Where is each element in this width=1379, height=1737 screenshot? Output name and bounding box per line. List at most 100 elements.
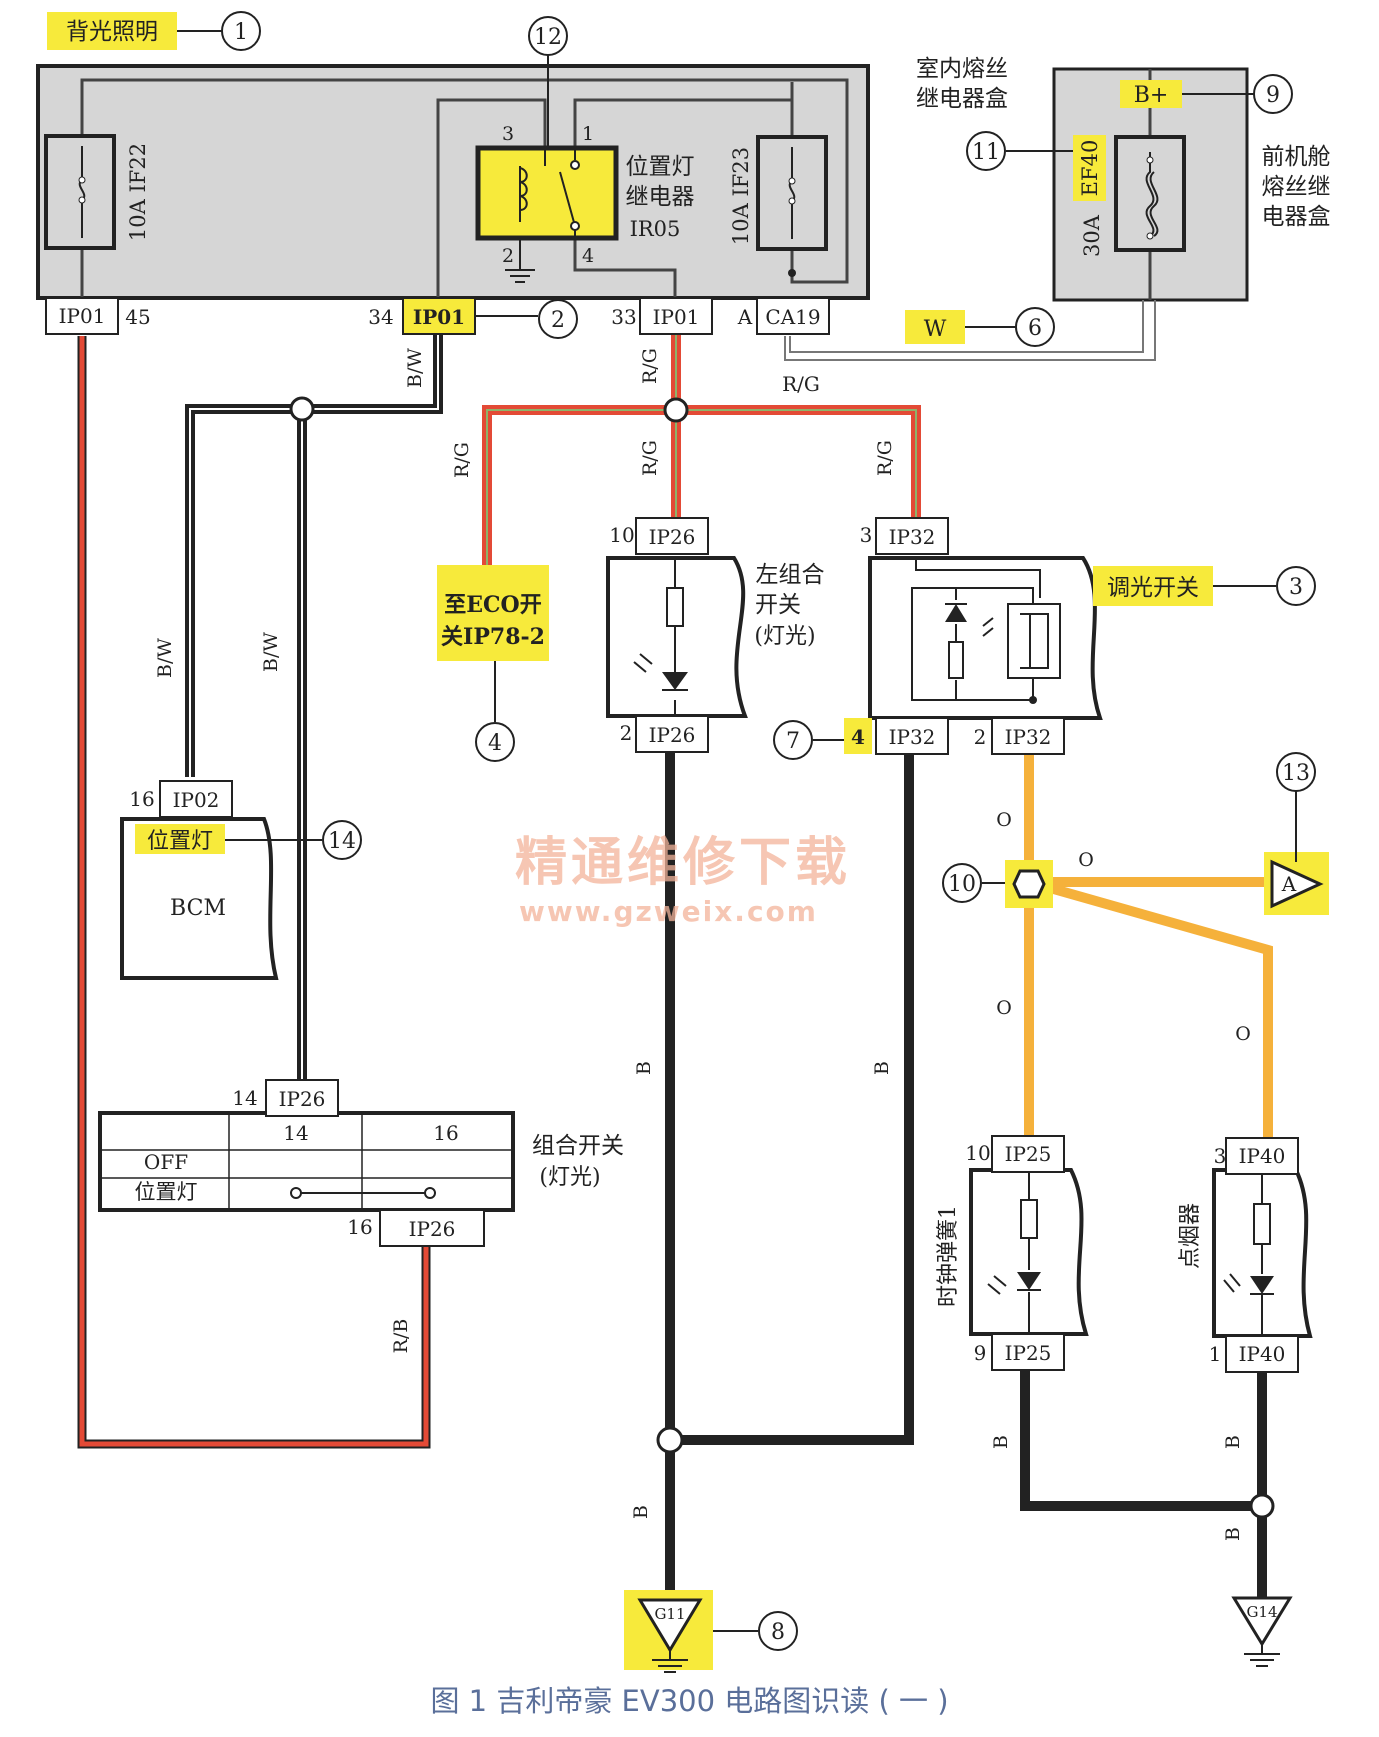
- pin-1: 1: [1209, 1342, 1222, 1366]
- ground-g11-label: G11: [654, 1605, 685, 1623]
- w-label: W: [924, 317, 947, 342]
- connector-a-label: A: [1281, 872, 1297, 896]
- watermark: 精通维修下载 www.gzweix.com: [515, 820, 851, 928]
- sw-ip26-bottom-label: IP26: [409, 1217, 456, 1241]
- callout-3-num: 3: [1289, 575, 1303, 600]
- w-label-bg: [905, 310, 965, 344]
- fuse-if22-label: 10A IF22: [126, 143, 150, 241]
- engine-box-label-2b: 电器盒: [1262, 204, 1331, 230]
- cigarette-lighter-lamp: [1212, 1168, 1313, 1338]
- ip32-left-label: IP32: [889, 725, 936, 749]
- callout-13-num: 13: [1282, 761, 1310, 786]
- red-wire-ip01-45: [77, 336, 431, 1449]
- relay-pin-4: 4: [582, 245, 594, 267]
- pin-3b: 3: [1214, 1144, 1227, 1168]
- wire-rg-1: R/G: [639, 348, 661, 384]
- ip40-top-label: IP40: [1239, 1144, 1286, 1168]
- ground-g11: [624, 1590, 713, 1673]
- fuse-if23: [756, 135, 828, 277]
- wire-rg-4: R/G: [639, 440, 661, 476]
- bcm-module: [120, 817, 279, 980]
- relay-pin-2: 2: [502, 245, 514, 267]
- callout-2: [538, 299, 578, 339]
- fuse-ef40-label: EF40: [1078, 140, 1102, 197]
- pin-33: 33: [611, 305, 636, 329]
- fuse-if22: [44, 134, 116, 250]
- left-combo-switch: [606, 556, 748, 718]
- callout-1-num: 1: [234, 20, 248, 45]
- orange-wires: [1024, 751, 1273, 1141]
- callout-12-num: 12: [534, 25, 562, 50]
- combo-switch-label-1: 组合开关: [532, 1133, 624, 1159]
- clock-spring-lamp: [969, 1168, 1089, 1336]
- callout-10: [942, 863, 982, 903]
- pin-16b: 16: [347, 1215, 372, 1239]
- ef40-label-bg: [1073, 135, 1106, 201]
- engine-box-label-2: 熔丝继: [1262, 174, 1331, 200]
- lighter-label: 点烟器: [1178, 1203, 1203, 1269]
- callout-6: [1015, 307, 1055, 347]
- callout-11: [966, 131, 1006, 171]
- relay-label-1: 位置灯: [626, 154, 695, 180]
- callout-4: [475, 722, 515, 762]
- ip01-45-label: IP01: [59, 304, 106, 328]
- wire-b-1: B: [633, 1061, 655, 1075]
- eco-label-1: 至ECO开: [444, 592, 541, 618]
- wire-o-4: O: [1235, 1023, 1251, 1045]
- pin-14: 14: [232, 1086, 257, 1110]
- connector-a: [1264, 852, 1329, 915]
- callout-14: [322, 820, 362, 860]
- sw-col-14: 14: [283, 1121, 308, 1145]
- bcm-position-label: 位置灯: [147, 829, 213, 854]
- callout-4-num: 4: [488, 731, 502, 756]
- callout-10-num: 10: [948, 872, 976, 897]
- combination-switch: [98, 1111, 515, 1212]
- left-combo-label-3: (灯光): [754, 624, 815, 649]
- fuse-ef40: [1114, 135, 1186, 252]
- pin-10a: 10: [609, 523, 634, 547]
- backlight-label: 背光照明: [66, 19, 158, 45]
- sw-position-label: 位置灯: [135, 1180, 198, 1204]
- wire-b-4: B: [990, 1435, 1012, 1449]
- splice-10: [1005, 860, 1053, 908]
- b-wires: [656, 751, 1275, 1620]
- sw-ip26-top-label: IP26: [279, 1087, 326, 1111]
- pin-4: 4: [851, 725, 865, 749]
- wire-bw-1: B/W: [404, 348, 426, 388]
- callout-14-num: 14: [328, 829, 356, 854]
- callout-9: [1253, 74, 1293, 114]
- pin-2b: 2: [974, 725, 987, 749]
- pin-45: 45: [125, 305, 150, 329]
- ground-g14: [1231, 1596, 1293, 1667]
- relay-pin-1: 1: [582, 123, 594, 145]
- pin-a: A: [737, 305, 753, 329]
- ip01-34-label: IP01: [413, 305, 465, 329]
- ip40-bottom-label: IP40: [1239, 1342, 1286, 1366]
- dimmer-label-bg: [1093, 566, 1213, 606]
- left-combo-label-2: 开关: [755, 592, 801, 618]
- text-layer: 1 2 3 4 6 7 8 9 10 11 12 13 14 背光照明 室内熔丝…: [59, 19, 1331, 1645]
- ip25-top-label: IP25: [1005, 1142, 1052, 1166]
- engine-box-label-1: 前机舱: [1262, 144, 1331, 170]
- pin-34: 34: [368, 305, 393, 329]
- wire-b-3: B: [630, 1505, 652, 1519]
- callout-2-num: 2: [551, 308, 565, 333]
- ip25-bottom-label: IP25: [1005, 1341, 1052, 1365]
- wire-rg-2: R/G: [782, 372, 820, 396]
- indoor-box-label-2: 继电器盒: [916, 86, 1008, 112]
- eco-label-bg: [437, 565, 549, 661]
- callout-circles: [221, 11, 1316, 1651]
- bplus-label-bg: [1120, 80, 1182, 108]
- callout-1: [221, 11, 261, 51]
- ip26-bottom-label: IP26: [649, 723, 696, 747]
- ip32-top-label: IP32: [889, 525, 936, 549]
- wire-b-5: B: [1222, 1435, 1244, 1449]
- callout-7: [773, 720, 813, 760]
- fuse-30a-label: 30A: [1080, 214, 1104, 257]
- wire-b-6: B: [1222, 1527, 1244, 1541]
- callout-13: [1276, 752, 1316, 792]
- watermark-title: 精通维修下载: [515, 833, 852, 893]
- callout-9-num: 9: [1266, 83, 1280, 108]
- pin-3: 3: [860, 523, 873, 547]
